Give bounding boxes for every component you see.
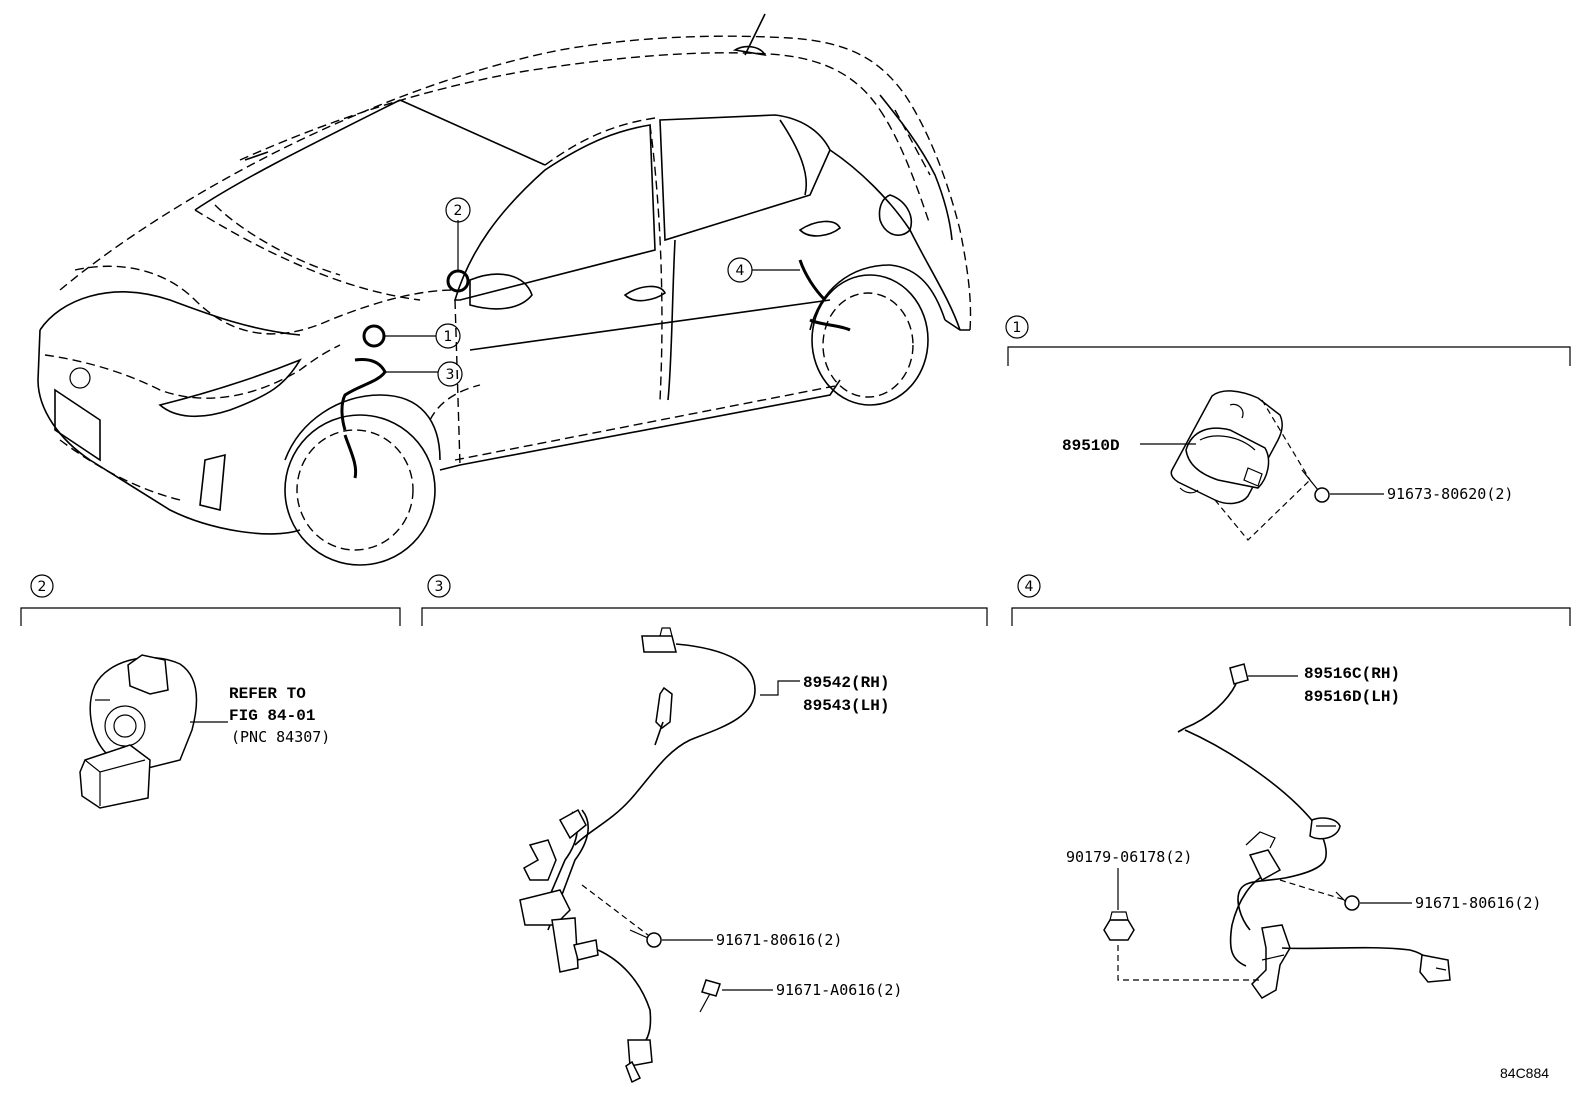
section-1-header: 1 xyxy=(1005,315,1571,366)
svg-text:90179-06178(2): 90179-06178(2) xyxy=(1066,848,1192,866)
section-4-nut-callout: 90179-06178(2) xyxy=(1066,848,1192,910)
section-3-bolt-a-callout: 91671-80616(2) xyxy=(662,931,842,949)
svg-text:89516D(LH): 89516D(LH) xyxy=(1304,688,1400,706)
svg-text:3: 3 xyxy=(446,367,455,383)
section-3-header: 3 xyxy=(421,574,988,626)
svg-text:91671-A0616(2): 91671-A0616(2) xyxy=(776,981,902,999)
section-3-sensor-callout: 89542(RH) 89543(LH) xyxy=(760,674,889,715)
svg-text:91671-80616(2): 91671-80616(2) xyxy=(1415,894,1541,912)
svg-text:1: 1 xyxy=(1013,320,1022,336)
svg-text:1: 1 xyxy=(444,329,453,345)
section-3-front-speed-sensor xyxy=(519,627,756,1084)
svg-text:REFER TO: REFER TO xyxy=(229,685,306,703)
svg-text:FIG 84-01: FIG 84-01 xyxy=(229,707,315,725)
svg-text:4: 4 xyxy=(736,263,745,279)
vehicle-callout-1: 1 xyxy=(435,323,461,349)
svg-text:89516C(RH): 89516C(RH) xyxy=(1304,665,1400,683)
section-1-sensor-callout: 89510D xyxy=(1062,437,1196,455)
svg-text:91673-80620(2): 91673-80620(2) xyxy=(1387,485,1513,503)
section-3-bolt-b-callout: 91671-A0616(2) xyxy=(722,981,902,999)
section-4-header: 4 xyxy=(1011,574,1571,626)
section-1-bolt-callout: 91673-80620(2) xyxy=(1330,485,1513,503)
svg-text:89543(LH): 89543(LH) xyxy=(803,697,889,715)
section-4-rear-speed-sensor xyxy=(1103,663,1451,999)
section-2-header: 2 xyxy=(20,574,401,626)
svg-text:3: 3 xyxy=(435,579,444,595)
vehicle-callout-4: 4 xyxy=(727,257,753,283)
svg-text:91671-80616(2): 91671-80616(2) xyxy=(716,931,842,949)
section-1-sensor xyxy=(1170,390,1330,541)
vehicle-illustration xyxy=(37,13,972,566)
svg-text:2: 2 xyxy=(38,579,47,595)
section-4-bolt-callout: 91671-80616(2) xyxy=(1360,894,1541,912)
svg-text:(PNC 84307): (PNC 84307) xyxy=(231,728,330,746)
vehicle-callout-2: 2 xyxy=(445,197,471,223)
vehicle-callout-3: 3 xyxy=(437,361,463,387)
svg-text:4: 4 xyxy=(1025,579,1034,595)
svg-text:89510D: 89510D xyxy=(1062,437,1120,455)
section-2-reference-note: REFER TO FIG 84-01 (PNC 84307) xyxy=(190,685,330,746)
figure-id: 84C884 xyxy=(1500,1065,1549,1081)
section-2-steering-sensor xyxy=(79,654,198,809)
svg-text:2: 2 xyxy=(454,203,463,219)
svg-text:89542(RH): 89542(RH) xyxy=(803,674,889,692)
section-4-sensor-callout: 89516C(RH) 89516D(LH) xyxy=(1248,665,1400,706)
